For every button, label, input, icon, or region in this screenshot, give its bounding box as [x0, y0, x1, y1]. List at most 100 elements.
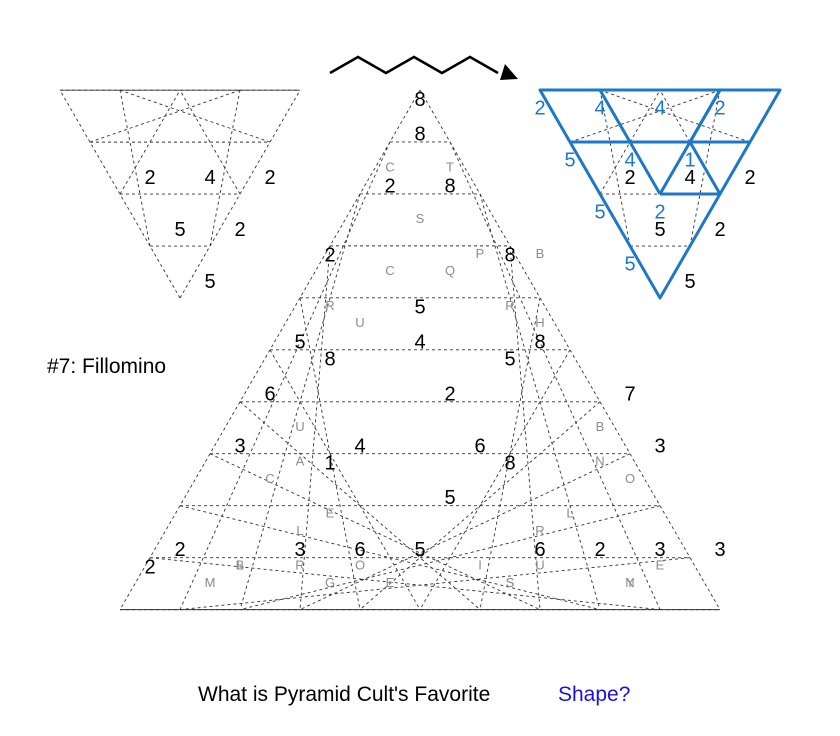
given-number: 5	[654, 219, 665, 241]
region-border	[688, 89, 722, 143]
hint-letter: N	[595, 454, 604, 469]
given-number: 1	[324, 453, 335, 475]
given-number: 2	[624, 167, 635, 189]
grid-line	[479, 297, 541, 610]
given-number: 2	[264, 167, 275, 189]
hint-letter: A	[296, 454, 305, 469]
given-number: 2	[384, 175, 395, 197]
grid-line	[599, 89, 751, 143]
filled-number: 1	[684, 150, 695, 172]
hint-letter: E	[386, 575, 395, 590]
hint-letter: I	[478, 558, 482, 573]
filled-number: 4	[654, 98, 665, 120]
given-number: 2	[234, 219, 245, 241]
grid-line	[89, 89, 241, 143]
given-number: 8	[504, 245, 515, 267]
given-number: 3	[714, 539, 725, 561]
hint-letter: O	[625, 471, 635, 486]
hint-letter: L	[296, 523, 303, 538]
given-number: 2	[144, 556, 155, 578]
grid-line	[209, 90, 241, 247]
filled-number: 5	[564, 150, 575, 172]
hint-letter: Q	[445, 263, 455, 278]
grid-line	[179, 89, 301, 299]
hint-letter: U	[535, 558, 544, 573]
given-number: 6	[474, 435, 485, 457]
grid-line	[209, 453, 541, 611]
given-number: 8	[324, 349, 335, 371]
given-number: 8	[504, 453, 515, 475]
given-number: 8	[534, 331, 545, 353]
grid-line	[119, 89, 181, 195]
hint-letter: N	[625, 575, 634, 590]
filled-number: 5	[624, 254, 635, 276]
grid-line	[149, 557, 661, 611]
given-number: 3	[294, 539, 305, 561]
given-number: 3	[234, 435, 245, 457]
grid-line	[179, 557, 691, 611]
hint-letter: M	[205, 575, 216, 590]
given-number: 5	[504, 349, 515, 371]
example-puzzle-grid	[59, 89, 301, 299]
hint-letter: C	[385, 263, 394, 278]
hint-letter: O	[355, 558, 365, 573]
caption-question: What is Pyramid Cult's Favorite	[198, 683, 491, 706]
given-number: 5	[414, 297, 425, 319]
given-number: 6	[354, 539, 365, 561]
grid-line	[569, 89, 721, 143]
filled-number: 5	[594, 202, 605, 224]
grid-line	[419, 349, 571, 610]
grid-line	[479, 193, 601, 610]
filled-number: 4	[594, 98, 605, 120]
region-border	[658, 141, 692, 195]
grid-line	[269, 349, 421, 610]
given-number: 2	[444, 383, 455, 405]
given-number: 6	[534, 539, 545, 561]
given-number: 8	[414, 123, 425, 145]
given-number: 2	[714, 219, 725, 241]
hint-letter: L	[236, 558, 243, 573]
caption-answer: Shape?	[558, 683, 631, 706]
given-number: 8	[414, 89, 425, 111]
given-number: 4	[204, 167, 215, 189]
given-number: 7	[624, 383, 635, 405]
hint-letter: E	[656, 558, 665, 573]
region-border	[598, 89, 632, 143]
hint-letter: C	[265, 471, 274, 486]
given-number: 5	[414, 539, 425, 561]
hint-letter: R	[295, 558, 304, 573]
hint-letter: B	[596, 419, 605, 434]
filled-number: 2	[654, 202, 665, 224]
given-number: 5	[684, 271, 695, 293]
hint-letter: R	[505, 298, 514, 313]
filled-number: 2	[534, 98, 545, 120]
filled-number: 2	[714, 98, 725, 120]
hint-letter: B	[236, 558, 245, 573]
hint-letter: T	[446, 159, 454, 174]
solution-region-borders	[538, 88, 782, 300]
hint-letter: E	[326, 506, 335, 521]
hint-letter: U	[355, 315, 364, 330]
given-number: 4	[414, 331, 425, 353]
grid-line	[179, 89, 241, 195]
hint-letter: C	[385, 159, 394, 174]
hint-letter: S	[416, 211, 425, 226]
given-number: 5	[444, 487, 455, 509]
given-number: 4	[684, 167, 695, 189]
given-number: 4	[354, 435, 365, 457]
hint-letter: H	[535, 315, 544, 330]
given-number: 5	[294, 331, 305, 353]
given-number: 6	[264, 383, 275, 405]
hint-letter: P	[476, 246, 485, 261]
given-number: 5	[174, 219, 185, 241]
hint-letter: R	[535, 523, 544, 538]
grid-line	[509, 245, 541, 610]
given-number: 2	[744, 167, 755, 189]
region-border	[628, 141, 662, 195]
puzzle-title: #7: Fillomino	[47, 355, 167, 378]
grid-line	[449, 141, 661, 610]
